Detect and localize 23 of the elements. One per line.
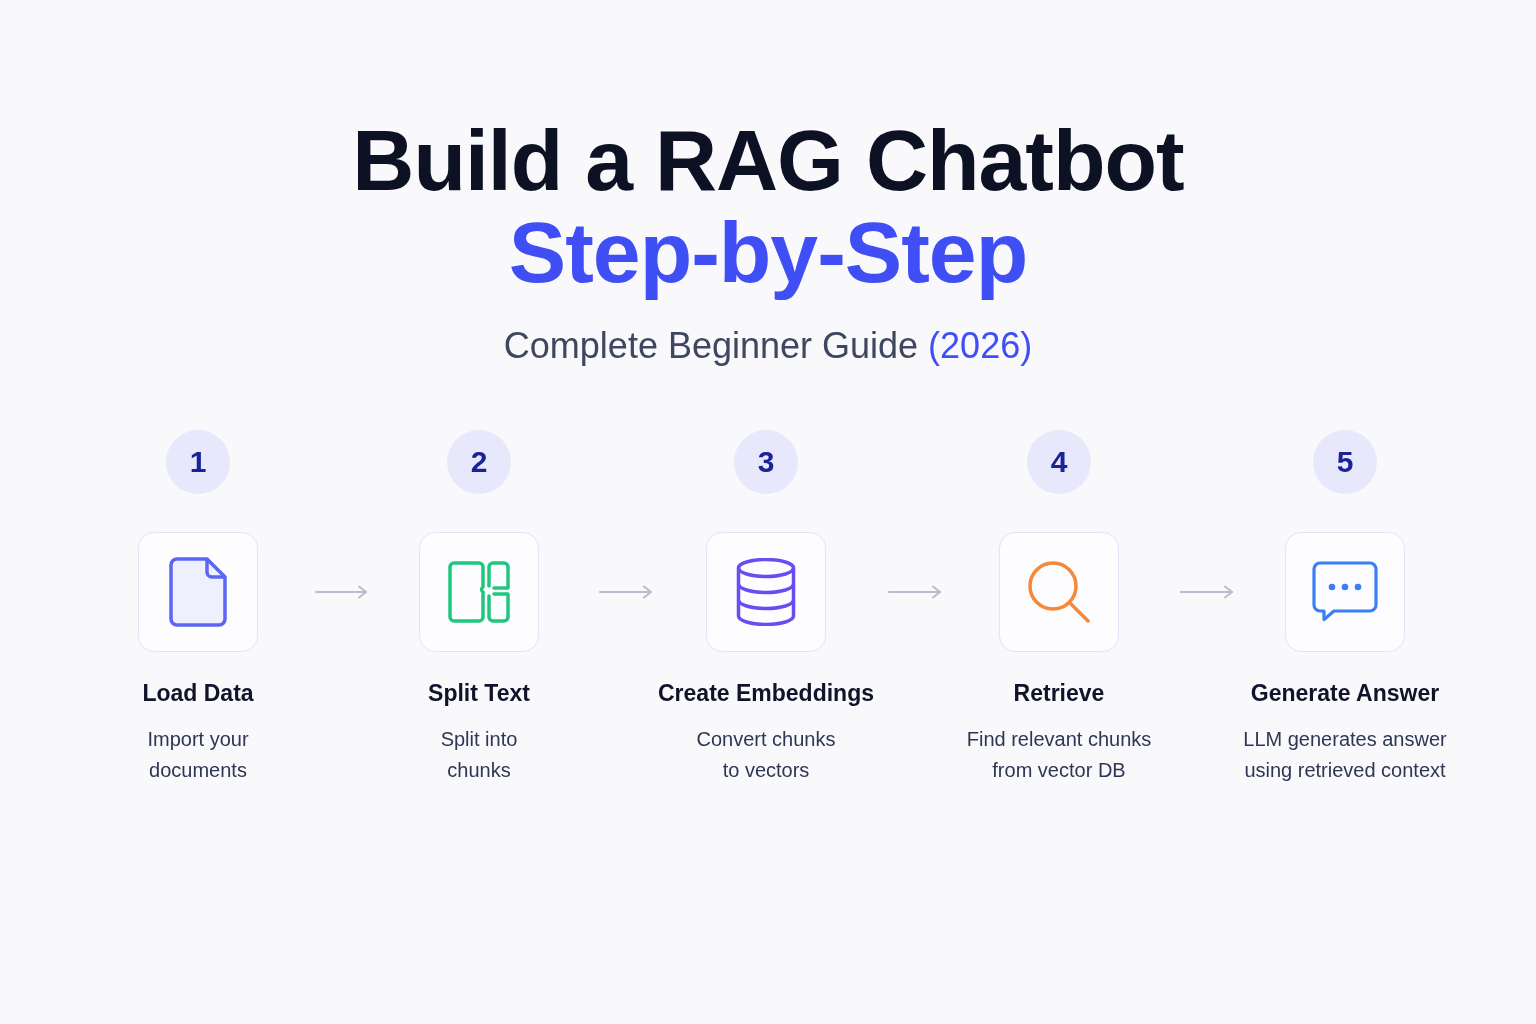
- step-number-badge: 5: [1313, 430, 1377, 494]
- step-description: Convert chunks to vectors: [695, 727, 837, 783]
- step-number-badge: 4: [1027, 430, 1091, 494]
- arrow: [1180, 585, 1233, 599]
- step-number-badge: 3: [734, 430, 798, 494]
- step-description: Split into chunks: [439, 727, 519, 783]
- step-number-badge: 1: [166, 430, 230, 494]
- subtitle: Complete Beginner Guide: [503, 326, 919, 366]
- step-description: LLM generates answer using retrieved context: [1242, 727, 1448, 783]
- step-title: Generate Answer: [1250, 679, 1440, 707]
- subtitle-year: (2026): [928, 326, 1033, 366]
- step-description: Find relevant chunks from vector DB: [965, 727, 1153, 783]
- arrow: [599, 585, 652, 599]
- step-title: Split Text: [428, 679, 530, 707]
- step-title: Load Data: [142, 679, 254, 707]
- arrow: [315, 585, 367, 599]
- title-tagline: Step-by-Step: [508, 205, 1028, 300]
- step-description: Import your documents: [146, 727, 250, 783]
- title: Build a RAG Chatbot: [352, 113, 1184, 208]
- step-number-badge: 2: [447, 430, 511, 494]
- arrow: [888, 585, 941, 599]
- step-title: Create Embeddings: [658, 679, 874, 707]
- step-title: Retrieve: [1013, 679, 1105, 707]
